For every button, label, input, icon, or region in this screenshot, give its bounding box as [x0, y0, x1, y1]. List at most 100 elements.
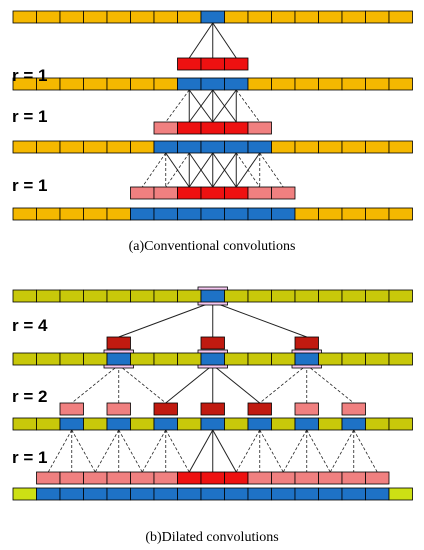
- feature-cell: [388, 10, 413, 24]
- dashed-connection: [282, 429, 308, 473]
- feature-cell: [224, 10, 249, 24]
- rate-label-a3: r = 1: [12, 176, 47, 195]
- solid-connection: [188, 429, 214, 473]
- kernel-cell: [106, 471, 131, 485]
- kernel-cell: [177, 57, 202, 71]
- feature-cell: [36, 10, 61, 24]
- kernel-cell: [200, 336, 225, 350]
- dashed-connection: [329, 429, 355, 473]
- feature-cell: [388, 417, 413, 431]
- feature-cell: [200, 352, 225, 366]
- kernel-cell: [224, 186, 249, 200]
- kernel-cell: [341, 402, 366, 416]
- kernel-cell: [106, 336, 131, 350]
- kernel-cell: [365, 471, 390, 485]
- kernel-cell: [177, 471, 202, 485]
- feature-cell: [130, 417, 155, 431]
- dashed-connection: [235, 89, 261, 123]
- feature-cell: [200, 77, 225, 91]
- kernel-cell: [177, 186, 202, 200]
- feature-cell: [153, 140, 178, 154]
- dashed-connection: [165, 429, 190, 473]
- feature-cell: [341, 352, 366, 366]
- feature-cell: [318, 417, 343, 431]
- feature-cell: [177, 487, 202, 501]
- feature-cell: [388, 289, 413, 303]
- feature-cell: [59, 10, 84, 24]
- feature-cell: [130, 10, 155, 24]
- feature-cell: [106, 140, 131, 154]
- kernel-cell: [83, 471, 108, 485]
- kernel-cell: [200, 186, 225, 200]
- rate-label-b3: r = 1: [12, 448, 47, 467]
- feature-cell: [36, 487, 61, 501]
- feature-cell: [106, 289, 131, 303]
- feature-cell: [200, 289, 225, 303]
- dashed-connection: [259, 152, 284, 188]
- feature-cell: [318, 10, 343, 24]
- feature-cell: [388, 487, 413, 501]
- feature-cell: [388, 140, 413, 154]
- solid-connection: [188, 22, 214, 59]
- feature-cell: [59, 352, 84, 366]
- feature-cell: [200, 140, 225, 154]
- feature-cell: [130, 77, 155, 91]
- kernel-cell: [130, 471, 155, 485]
- dashed-connection: [165, 89, 190, 123]
- dashed-connection: [165, 152, 190, 188]
- feature-cell: [247, 487, 272, 501]
- dashed-connection: [306, 364, 355, 404]
- feature-cell: [318, 77, 343, 91]
- kernel-cell: [271, 186, 296, 200]
- solid-connection: [212, 89, 237, 123]
- feature-cell: [59, 140, 84, 154]
- kernel-cell: [59, 402, 84, 416]
- feature-cell: [247, 10, 272, 24]
- feature-cell: [247, 352, 272, 366]
- feature-cell: [271, 77, 296, 91]
- feature-cell: [106, 352, 131, 366]
- feature-cell: [271, 417, 296, 431]
- feature-cell: [247, 77, 272, 91]
- feature-cell: [106, 487, 131, 501]
- feature-cell: [271, 352, 296, 366]
- feature-cell: [294, 207, 319, 221]
- feature-cell: [224, 417, 249, 431]
- kernel-cell: [106, 402, 131, 416]
- feature-cell: [318, 352, 343, 366]
- kernel-cell: [153, 121, 178, 135]
- feature-cell: [59, 487, 84, 501]
- feature-cell: [365, 487, 390, 501]
- feature-cell: [83, 77, 108, 91]
- feature-cell: [271, 140, 296, 154]
- feature-cell: [200, 417, 225, 431]
- feature-cell: [365, 140, 390, 154]
- kernel-cell: [200, 471, 225, 485]
- feature-cell: [294, 10, 319, 24]
- feature-cell: [83, 10, 108, 24]
- kernel-cell: [177, 121, 202, 135]
- feature-cell: [177, 352, 202, 366]
- feature-cell: [177, 77, 202, 91]
- feature-cell: [83, 417, 108, 431]
- caption-conventional: (a)Conventional convolutions: [129, 239, 296, 254]
- dashed-connection: [141, 152, 167, 188]
- feature-cell: [341, 140, 366, 154]
- feature-cell: [153, 77, 178, 91]
- dashed-connection: [141, 429, 167, 473]
- feature-cell: [153, 417, 178, 431]
- kernel-cell: [294, 336, 319, 350]
- kernel-cell: [247, 121, 272, 135]
- kernel-cell: [153, 402, 178, 416]
- feature-cell: [341, 77, 366, 91]
- feature-cell: [365, 289, 390, 303]
- rate-label-a1: r = 1: [12, 66, 47, 85]
- feature-cell: [294, 77, 319, 91]
- feature-cell: [294, 352, 319, 366]
- solid-connection: [212, 364, 261, 404]
- feature-cell: [247, 140, 272, 154]
- feature-cell: [130, 207, 155, 221]
- kernel-cell: [294, 471, 319, 485]
- solid-connection: [188, 152, 214, 188]
- feature-cell: [106, 77, 131, 91]
